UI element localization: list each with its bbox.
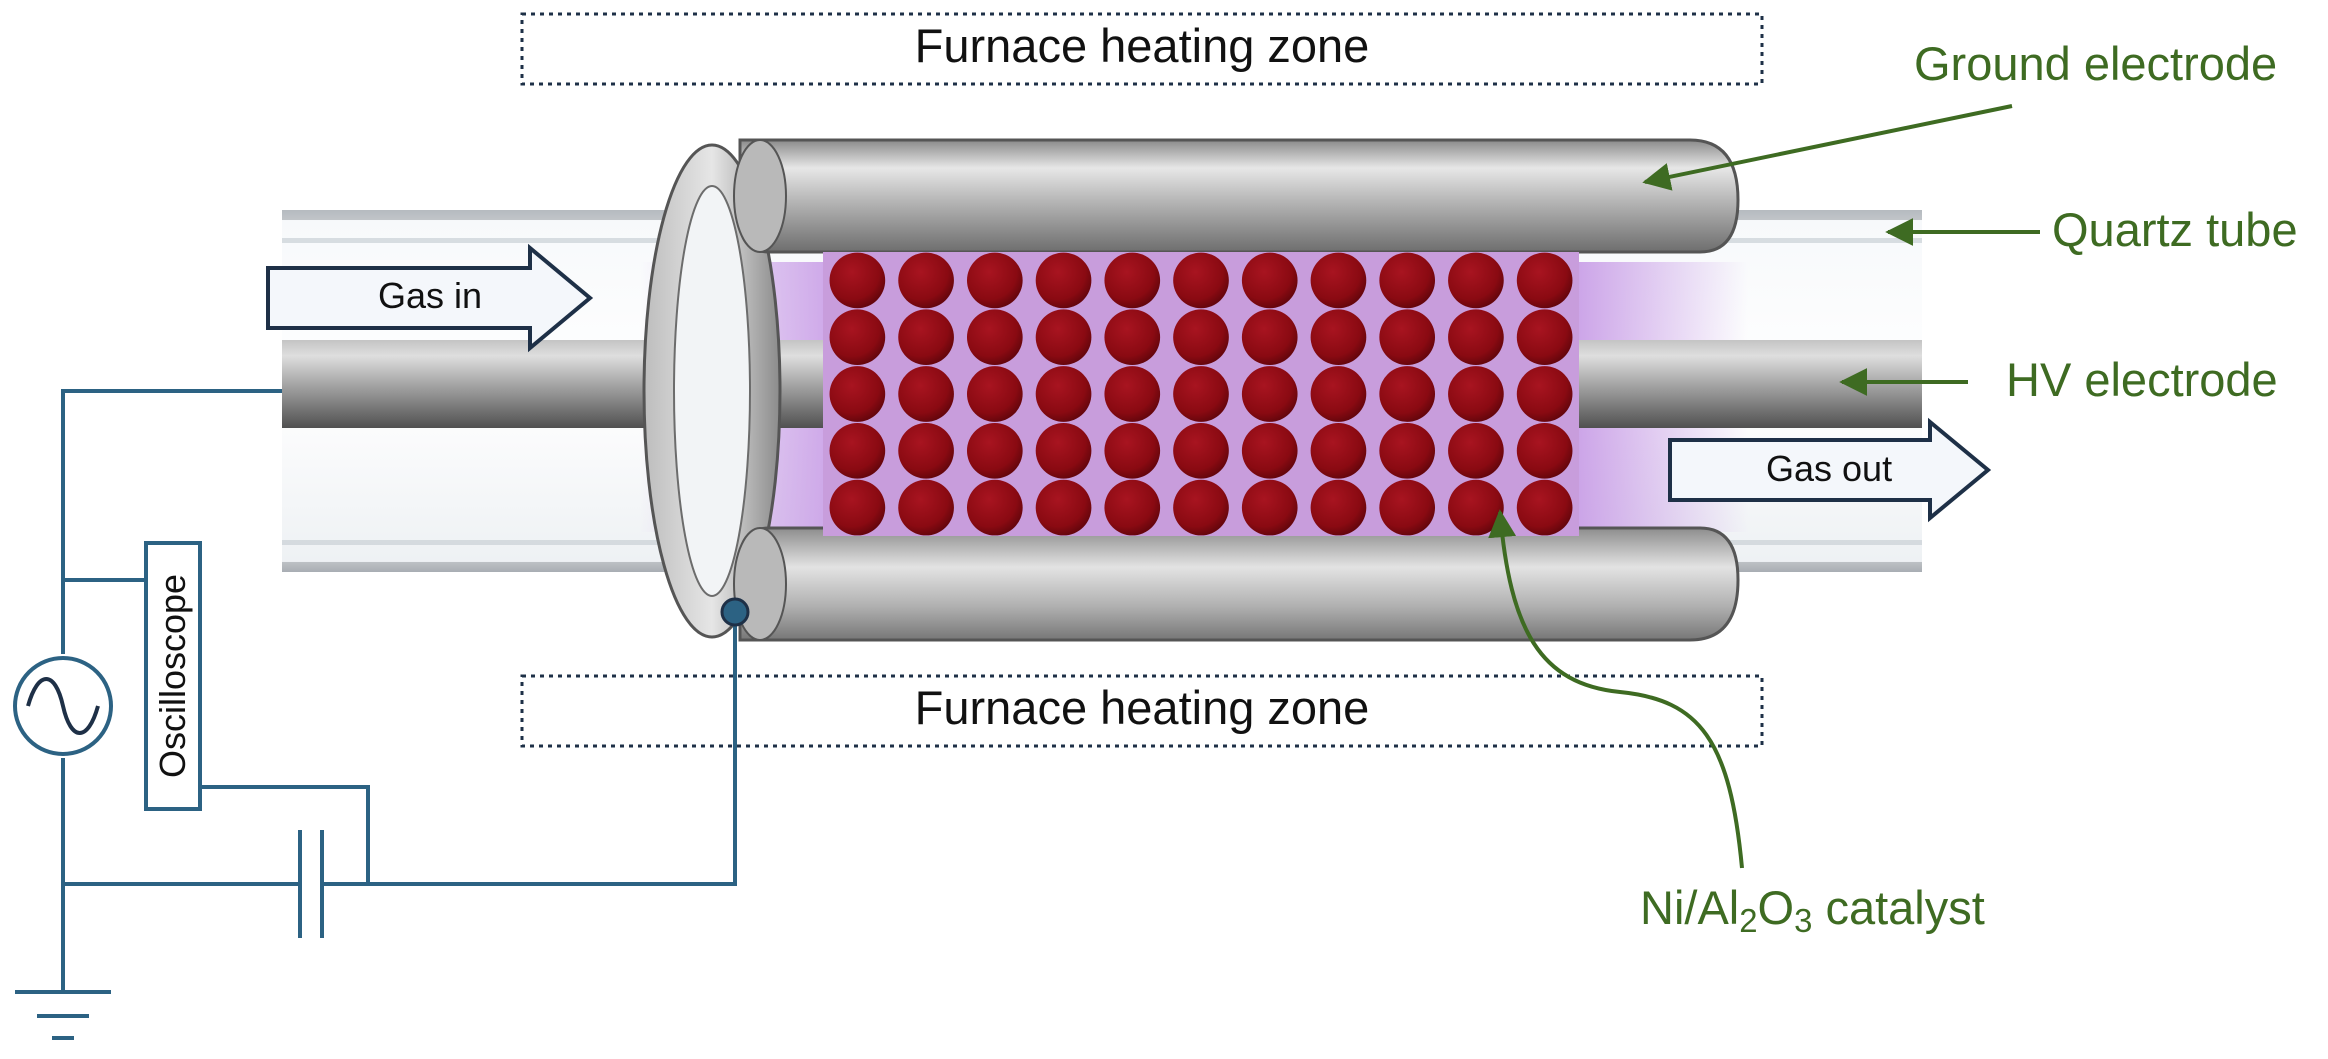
catalyst-bead	[1379, 422, 1436, 479]
catalyst-bead	[829, 309, 886, 366]
catalyst-bead	[966, 366, 1023, 422]
catalyst-bead	[966, 479, 1023, 536]
catalyst-label-mid: O	[1757, 881, 1795, 934]
catalyst-bead	[1379, 479, 1436, 536]
catalyst-bead	[1448, 252, 1504, 309]
ground-electrode-sleeve	[642, 138, 1740, 642]
catalyst-label-prefix: Ni/Al	[1640, 881, 1740, 934]
catalyst-label-sub1: 2	[1739, 902, 1758, 940]
catalyst-bead	[829, 479, 886, 536]
catalyst-bead	[1448, 422, 1504, 479]
catalyst-bead	[1173, 479, 1229, 536]
catalyst-bead	[829, 366, 886, 422]
catalyst-bead	[829, 252, 886, 309]
catalyst-bead	[1310, 309, 1367, 366]
electrical-circuit	[15, 389, 737, 1040]
catalyst-label: Ni/Al2O3 catalyst	[1640, 880, 1985, 937]
catalyst-bead	[1104, 422, 1161, 479]
catalyst-bead	[1516, 479, 1573, 536]
catalyst-bead	[1310, 422, 1367, 479]
catalyst-bead	[1310, 479, 1367, 536]
catalyst-bead	[1310, 366, 1367, 422]
catalyst-bead	[1173, 422, 1229, 479]
gas-in-arrow	[266, 243, 594, 353]
ground-electrode-label: Ground electrode	[1914, 37, 2278, 90]
catalyst-bead	[898, 479, 954, 536]
catalyst-bead	[1173, 366, 1229, 422]
catalyst-bead	[1104, 309, 1161, 366]
oscilloscope-box	[144, 541, 202, 811]
catalyst-bead	[1241, 309, 1298, 366]
furnace-zone-top-label: Furnace heating zone	[914, 19, 1370, 72]
hv-wire	[61, 389, 282, 654]
catalyst-bead	[1379, 309, 1436, 366]
catalyst-bead	[898, 309, 954, 366]
catalyst-bead	[966, 252, 1023, 309]
catalyst-bead	[898, 422, 954, 479]
furnace-zone-bottom	[520, 674, 1764, 748]
catalyst-bead	[829, 422, 886, 479]
catalyst-bead	[1035, 252, 1092, 309]
ac-source-icon	[13, 656, 113, 756]
catalyst-bead	[1035, 479, 1092, 536]
catalyst-bead	[1241, 366, 1298, 422]
catalyst-bead	[1035, 366, 1092, 422]
catalyst-bead	[1241, 422, 1298, 479]
catalyst-pointer	[1488, 509, 1744, 869]
catalyst-bead	[1310, 252, 1367, 309]
catalyst-bead	[966, 422, 1023, 479]
catalyst-bead	[1241, 479, 1298, 536]
catalyst-bead	[1516, 366, 1573, 422]
catalyst-bead	[1516, 309, 1573, 366]
catalyst-bead	[1516, 422, 1573, 479]
catalyst-bead	[1241, 252, 1298, 309]
catalyst-bead	[1379, 366, 1436, 422]
catalyst-bead	[966, 309, 1023, 366]
catalyst-bed	[823, 252, 1579, 536]
oscilloscope-cap-wire	[200, 785, 370, 884]
furnace-zone-top	[520, 12, 1764, 86]
catalyst-bead	[1104, 479, 1161, 536]
furnace-zone-bottom-label: Furnace heating zone	[914, 681, 1370, 734]
gas-out-arrow	[1668, 417, 1992, 523]
catalyst-bead	[1035, 309, 1092, 366]
hv-electrode-label: HV electrode	[2006, 353, 2278, 406]
quartz-tube-label: Quartz tube	[2052, 203, 2298, 256]
catalyst-label-suffix: catalyst	[1812, 881, 1985, 934]
gas-in-label: Gas in	[378, 275, 483, 316]
catalyst-bead	[1173, 309, 1229, 366]
catalyst-bead	[1173, 252, 1229, 309]
catalyst-bead	[1448, 309, 1504, 366]
gas-out-label: Gas out	[1766, 448, 1893, 489]
catalyst-bead	[898, 252, 954, 309]
oscilloscope-label: Oscilloscope	[152, 573, 193, 779]
catalyst-bead	[1516, 252, 1573, 309]
catalyst-label-sub2: 3	[1794, 902, 1813, 940]
catalyst-bead	[898, 366, 954, 422]
catalyst-bead	[1448, 479, 1504, 536]
catalyst-bead	[1035, 422, 1092, 479]
catalyst-bead	[1104, 252, 1161, 309]
ground-loop-right	[322, 612, 737, 886]
catalyst-bead	[1104, 366, 1161, 422]
catalyst-bead	[1448, 366, 1504, 422]
catalyst-bead	[1379, 252, 1436, 309]
callout-arrows	[1488, 104, 2040, 869]
ground-electrode-pointer	[1642, 104, 2013, 191]
ground-electrode-contact	[720, 597, 750, 627]
